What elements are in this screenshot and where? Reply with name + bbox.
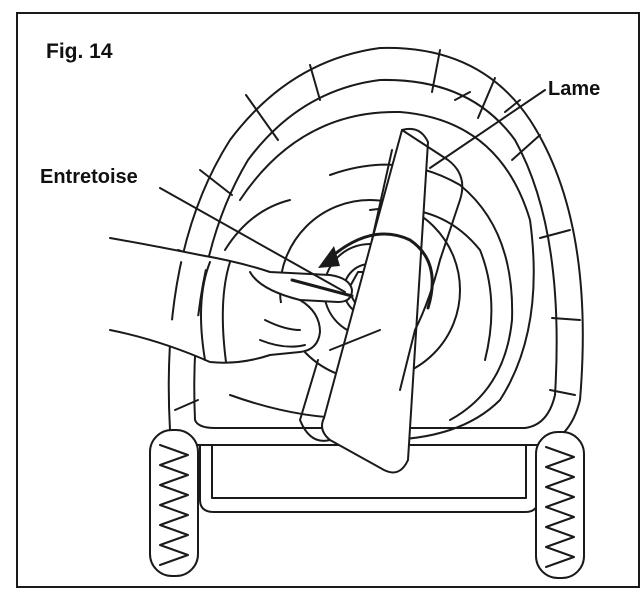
hand-with-wrench-icon — [109, 237, 354, 364]
figure-title: Fig. 14 — [46, 40, 113, 63]
wheel-icon — [535, 431, 585, 579]
blade-label: Lame — [548, 78, 601, 100]
spacer-label: Entretoise — [40, 166, 138, 188]
spacer-leader-line — [159, 187, 346, 293]
blade-leader-line — [429, 89, 546, 169]
figure-frame — [16, 12, 640, 588]
rotation-arrow-icon — [318, 232, 434, 310]
blade-icon — [299, 127, 464, 474]
wheel-icon — [149, 429, 199, 577]
